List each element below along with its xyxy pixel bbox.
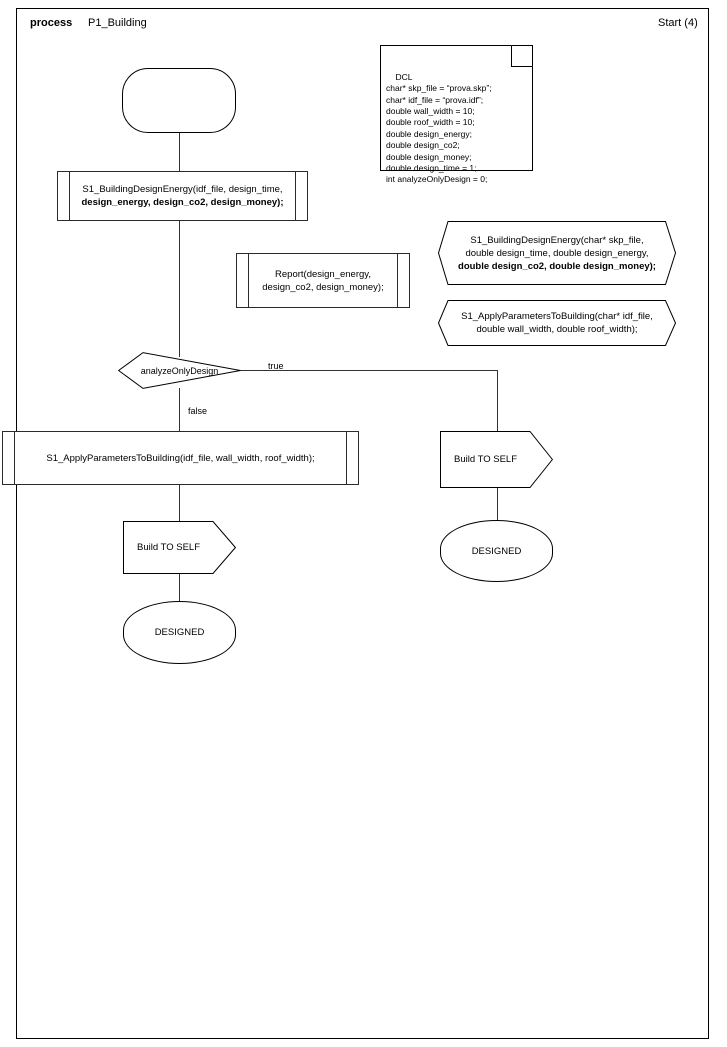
decision-analyze-only-design[interactable]: analyzeOnlyDesign	[118, 352, 241, 389]
annot2-line1: S1_ApplyParametersToBuilding(char* idf_f…	[461, 311, 653, 322]
designed-terminator-right[interactable]: DESIGNED	[440, 520, 553, 582]
build-to-self-right-label: Build TO SELF	[453, 454, 517, 465]
annot1-line2: double design_time, double design_energy…	[465, 247, 649, 259]
annot2-line2: double wall_width, double roof_width);	[476, 324, 638, 335]
decision-shape	[118, 352, 241, 389]
start-terminator[interactable]	[122, 68, 236, 133]
call-building-design-energy-label: S1_BuildingDesignEnergy(idf_file, design…	[77, 183, 287, 209]
connector-true-horizontal	[240, 370, 498, 371]
decision-label: analyzeOnlyDesign	[140, 365, 219, 376]
connector-apply-to-build-left	[179, 485, 180, 521]
note-dcl-text: DCL char* skp_file = “prova.skp”; char* …	[386, 71, 492, 185]
call-building-design-energy[interactable]: S1_BuildingDesignEnergy(idf_file, design…	[57, 171, 308, 221]
connector-false-branch	[179, 388, 180, 431]
call-apply-parameters-label: S1_ApplyParametersToBuilding(idf_file, w…	[46, 452, 315, 464]
pentagon-shape-right	[440, 431, 553, 488]
call-bde-line1: S1_BuildingDesignEnergy(idf_file, design…	[82, 184, 283, 195]
header-start-label: Start (4)	[658, 17, 698, 29]
build-to-self-right[interactable]: Build TO SELF	[440, 431, 553, 488]
call-report-label: Report(design_energy, design_co2, design…	[258, 268, 387, 294]
annot1-line3: double design_co2, double design_money);	[458, 260, 656, 272]
annotation-signature-design-energy: S1_BuildingDesignEnergy(char* skp_file, …	[438, 221, 676, 285]
connector-call-to-decision	[179, 221, 180, 357]
annotation-signature-apply-params-text: S1_ApplyParametersToBuilding(char* idf_f…	[443, 310, 671, 336]
connector-build-to-designed-right	[497, 488, 498, 520]
designed-terminator-right-label: DESIGNED	[471, 545, 522, 557]
build-to-self-left[interactable]: Build TO SELF	[123, 521, 236, 574]
call-report[interactable]: Report(design_energy, design_co2, design…	[236, 253, 410, 308]
annotation-signature-apply-params: S1_ApplyParametersToBuilding(char* idf_f…	[438, 300, 676, 346]
note-dcl: DCL char* skp_file = “prova.skp”; char* …	[380, 45, 533, 184]
annotation-shape-2	[438, 300, 676, 346]
edge-label-false: false	[188, 406, 208, 416]
annotation-signature-design-energy-text: S1_BuildingDesignEnergy(char* skp_file, …	[440, 234, 674, 273]
call-apply-parameters-to-building[interactable]: S1_ApplyParametersToBuilding(idf_file, w…	[2, 431, 359, 485]
pentagon-shape-left	[123, 521, 236, 574]
note-fold-corner	[511, 45, 533, 67]
header-process-name: P1_Building	[88, 17, 147, 29]
call-report-line2: design_co2, design_money);	[262, 281, 384, 293]
page-border	[16, 8, 709, 1039]
annotation-shape-1	[438, 221, 676, 285]
call-report-line1: Report(design_energy,	[275, 268, 371, 280]
connector-build-to-designed-left	[179, 574, 180, 601]
connector-start-to-call	[179, 133, 180, 171]
designed-terminator-left[interactable]: DESIGNED	[123, 601, 236, 664]
build-to-self-left-label: Build TO SELF	[136, 542, 200, 553]
connector-true-vertical	[497, 370, 498, 431]
call-bde-line2: design_energy, design_co2, design_money)…	[81, 197, 284, 208]
annot1-line1: S1_BuildingDesignEnergy(char* skp_file,	[470, 234, 644, 246]
designed-terminator-left-label: DESIGNED	[154, 627, 205, 638]
header-keyword: process	[30, 17, 73, 29]
edge-label-true: true	[268, 361, 284, 371]
